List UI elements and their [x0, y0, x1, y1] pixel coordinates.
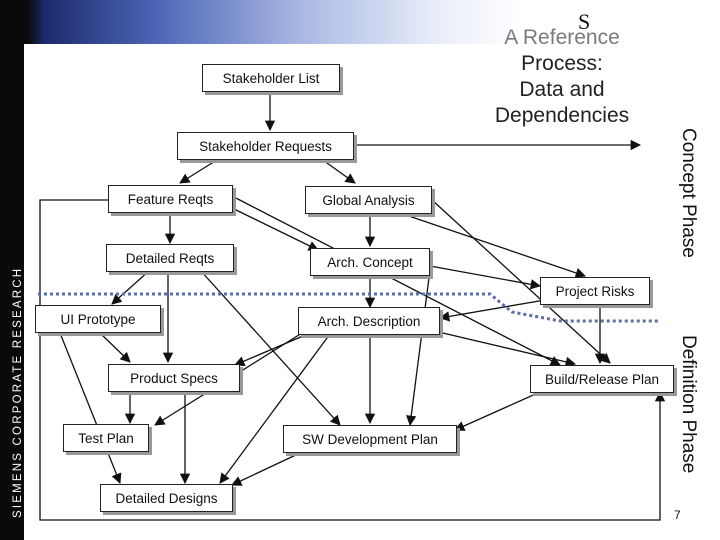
slide-title: A Reference Process: Data and Dependenci… — [462, 25, 662, 129]
arrow-ui-to-productspecs — [99, 332, 131, 363]
node-detailed-reqts: Detailed Reqts — [106, 244, 234, 272]
page-number: 7 — [674, 508, 681, 522]
arrow-global-to-risks — [399, 212, 586, 278]
arrow-ui-to-designs — [59, 332, 122, 484]
arrow-requests-to-global — [319, 157, 356, 184]
node-arch-concept: Arch. Concept — [310, 248, 430, 276]
node-ui-prototype: UI Prototype — [35, 305, 161, 333]
definition-phase-label: Definition Phase — [678, 335, 699, 474]
arrow-risks-to-description — [438, 299, 546, 322]
title-line-4: Dependencies — [494, 104, 630, 127]
arrow-stakeholder-loop — [39, 199, 666, 521]
arrow-swplan-to-designs — [231, 452, 301, 486]
node-stakeholder-list: Stakeholder List — [202, 64, 340, 92]
node-project-risks: Project Risks — [540, 277, 650, 305]
arrow-description-to-productspecs — [234, 332, 311, 367]
arrow-requests-to-feature — [179, 157, 221, 184]
arrow-build-to-swplan — [454, 391, 541, 431]
arrow-feature-to-concept — [231, 207, 319, 251]
left-brand-bar — [0, 44, 24, 540]
node-feature-reqts: Feature Reqts — [108, 185, 233, 213]
node-test-plan: Test Plan — [63, 424, 149, 452]
node-arch-description: Arch. Description — [298, 307, 440, 335]
arrow-feature-to-build — [231, 195, 561, 366]
header-gradient-bar — [0, 0, 720, 44]
concept-phase-label: Concept Phase — [678, 128, 699, 258]
arrow-detailed-to-swplan — [199, 269, 341, 426]
title-line-3: Data and — [519, 78, 605, 101]
node-product-specs: Product Specs — [108, 364, 240, 392]
arrow-detailed-to-ui — [111, 269, 151, 305]
title-line-2: Process: — [521, 52, 603, 75]
node-global-analysis: Global Analysis — [305, 186, 432, 214]
arrow-description-to-designs — [219, 333, 331, 484]
node-detailed-designs: Detailed Designs — [100, 484, 233, 512]
phase-divider — [38, 292, 660, 323]
arrow-global-to-build — [431, 199, 611, 364]
title-line-1: A Reference — [504, 26, 620, 49]
node-build-release-plan: Build/Release Plan — [530, 365, 674, 393]
header-letter: S — [578, 9, 591, 34]
node-stakeholder-requests: Stakeholder Requests — [177, 132, 354, 160]
node-sw-development-plan: SW Development Plan — [283, 425, 457, 453]
